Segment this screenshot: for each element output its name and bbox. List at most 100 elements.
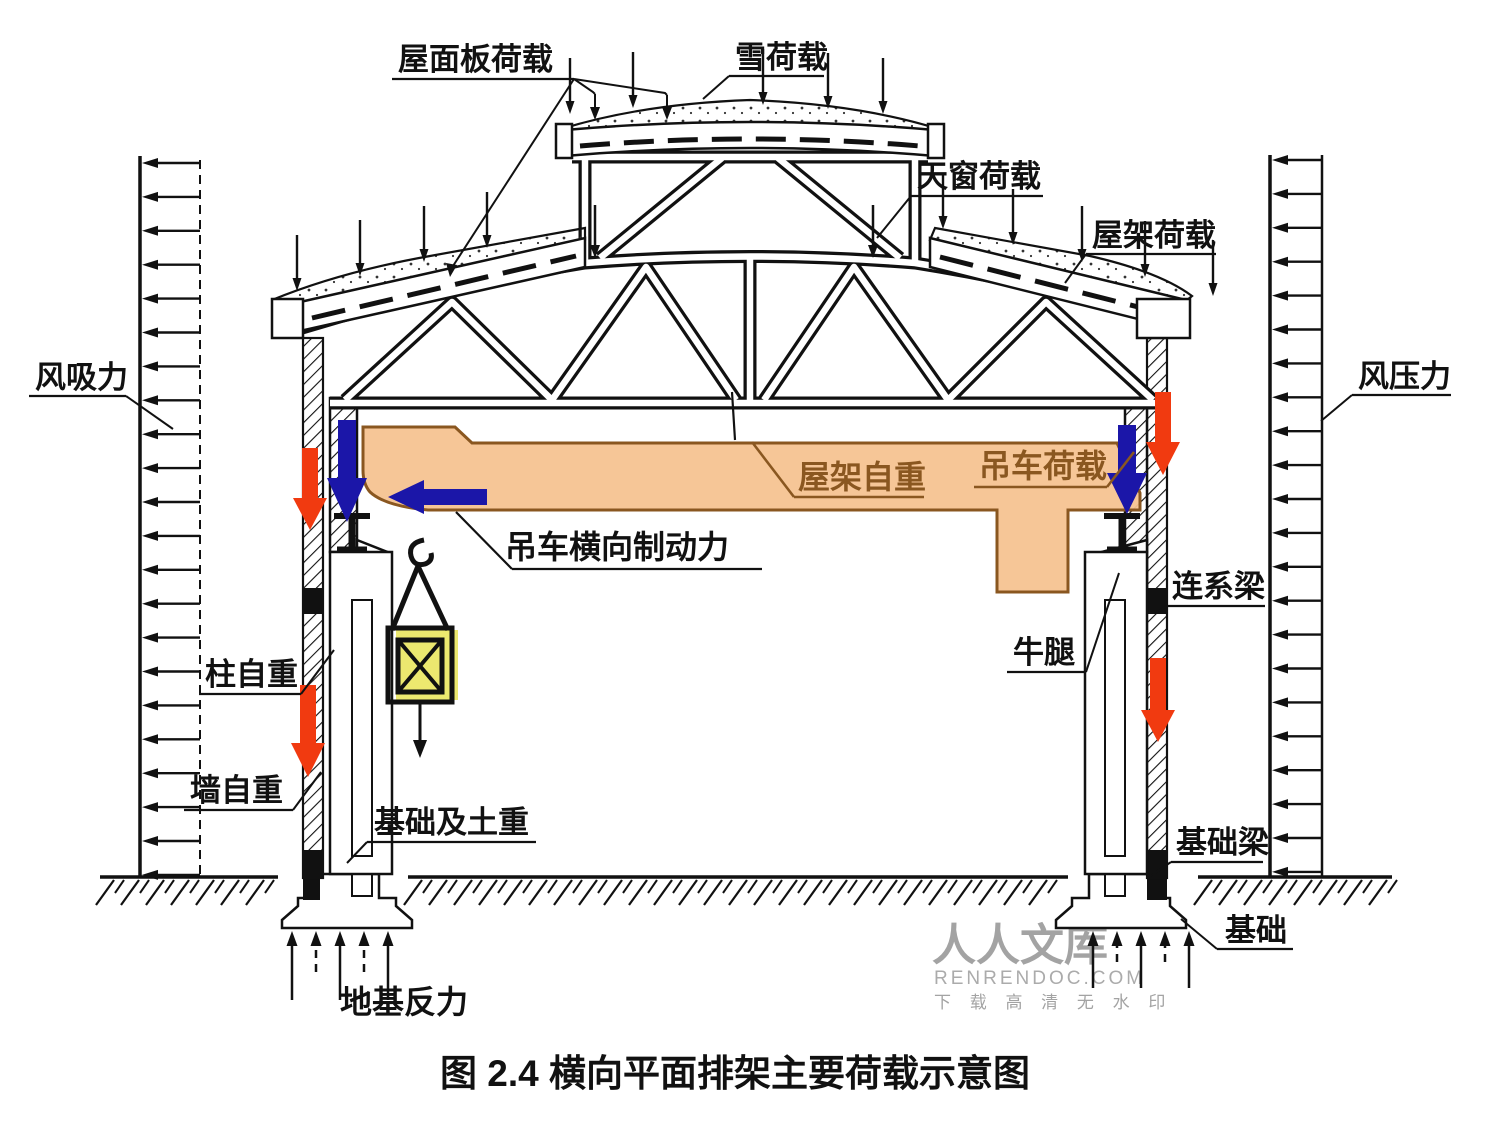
ground-hatch-stroke [1293, 879, 1313, 906]
ground-hatch-stroke [803, 879, 823, 906]
reaction-arrowhead [1087, 931, 1099, 946]
ground-hatch-stroke [753, 879, 773, 906]
ground-hatch-stroke [139, 879, 150, 894]
reaction-arrowhead [1159, 931, 1171, 946]
watermark-tagline: 下 载 高 清 无 水 印 [934, 993, 1172, 1012]
crane-load-arrows-blue [327, 420, 1147, 522]
wind-pressure-arrowhead [1272, 663, 1288, 674]
skylight-load-text: 天窗荷载 [917, 159, 1041, 194]
ground-hatch-stroke [239, 879, 250, 894]
ground-hatch-stroke [478, 879, 498, 906]
roof-load-arrowhead [628, 95, 638, 108]
ground-hatch-stroke [922, 879, 933, 894]
ground-hatch-stroke [120, 879, 140, 906]
ground-hatch-stroke [220, 879, 240, 906]
roof-panel-load-text: 屋面板荷载 [398, 42, 553, 77]
ground-hatch-stroke [728, 879, 748, 906]
ground-hatch-stroke [1003, 879, 1023, 906]
ground-hatch-stroke [897, 879, 908, 894]
wind-suction-arrowhead [142, 327, 158, 338]
reaction-arrowhead [358, 931, 370, 946]
label-crane-braking-force: 吊车横向制动力 [455, 511, 762, 571]
label-foundation-and-soil-weight: 基础及土重 [346, 805, 536, 864]
ground-hatch-stroke [1212, 879, 1223, 894]
crane-load-text: 吊车荷载 [979, 448, 1107, 484]
wind-suction-arrowhead [142, 734, 158, 745]
ground-hatch-stroke [1047, 879, 1058, 894]
self-weight-arrows-red [291, 392, 1180, 777]
wind-suction-arrowhead [142, 768, 158, 779]
hook-icon [408, 537, 434, 568]
label-skylight-load: 天窗荷载 [876, 159, 1043, 239]
wind-suction-arrowhead [142, 395, 158, 406]
wind-suction-arrowhead [142, 225, 158, 236]
label-wall-self-weight: 墙自重 [184, 771, 322, 812]
ground-hatch-stroke [1243, 879, 1263, 906]
ground-hatch-stroke [522, 879, 533, 894]
left-wall-panel [301, 336, 325, 880]
truss-member-inner [597, 155, 725, 261]
ground-hatch-stroke [797, 879, 808, 894]
crane-vertical-load-arrow-right [1107, 425, 1147, 514]
ground-hatch-stroke [647, 879, 658, 894]
wind-pressure-arrowhead [1272, 561, 1288, 572]
label-snow-load: 雪荷载 [702, 40, 828, 100]
wind-suction-arrowhead [142, 530, 158, 541]
ground-hatch-stroke [264, 879, 275, 894]
crane-hook-assembly [385, 537, 458, 758]
wind-pressure-arrowhead [1272, 222, 1288, 233]
corbel-text: 牛腿 [1013, 635, 1075, 670]
ground-hatch-stroke [1262, 879, 1273, 894]
ground-hatch-stroke [447, 879, 458, 894]
label-tie-beam: 连系梁 [1155, 569, 1265, 614]
wind-pressure-arrowhead [1272, 256, 1288, 267]
wind-pressure-arrowhead [1272, 426, 1288, 437]
label-truss-self-weight: 屋架自重 [730, 391, 926, 499]
column-self-weight-text: 柱自重 [205, 657, 298, 692]
wind-pressure-arrowhead [1272, 799, 1288, 810]
ground-hatch-stroke [878, 879, 898, 906]
left-snow-layer [271, 226, 587, 305]
ground-hatch-stroke [497, 879, 508, 894]
ground-hatch-stroke [1343, 879, 1363, 906]
ground-hatch-stroke [1312, 879, 1323, 894]
right-snow-layer [928, 226, 1194, 303]
roof-load-arrowhead [878, 101, 888, 114]
wind-pressure-arrowhead [1272, 833, 1288, 843]
roof-load-arrowhead [565, 101, 575, 114]
ground-hatch-stroke [422, 879, 433, 894]
foundation-and-soil-weight-text: 基础及土重 [374, 805, 529, 840]
roof-truss-load-text: 屋架荷载 [1092, 218, 1216, 253]
ground-hatch-stroke [428, 879, 448, 906]
label-roof-panel-load: 屋面板荷载 [392, 42, 672, 277]
ground-hatch-stroke [95, 879, 115, 906]
ground-hatch-stroke [928, 879, 948, 906]
figure-caption: 图 2.4 横向平面排架主要荷载示意图 [440, 1053, 1030, 1094]
wall-self-weight-text: 墙自重 [190, 773, 283, 808]
truss-member-inner [761, 263, 1156, 404]
wind-suction-arrowhead [142, 293, 158, 304]
ground-hatch-stroke [114, 879, 125, 894]
reaction-arrowhead [1183, 931, 1195, 946]
roof-load-arrowhead [292, 278, 302, 291]
ground-hatch-stroke [747, 879, 758, 894]
ground-hatch-stroke [245, 879, 265, 906]
reaction-arrowhead [310, 931, 322, 946]
truss-member-inner [342, 263, 739, 404]
roof-load-arrowhead [1140, 264, 1150, 277]
ground-hatch-stroke [547, 879, 558, 894]
ground-hatch-stroke [1028, 879, 1048, 906]
label-corbel: 牛腿 [1007, 572, 1120, 674]
watermark: 人人文库 RENRENDOC.COM 下 载 高 清 无 水 印 [932, 921, 1172, 1012]
label-wind-suction: 风吸力 [29, 360, 174, 430]
reaction-arrowhead [382, 931, 394, 946]
ground-hatch-stroke [822, 879, 833, 894]
left-eave-block [270, 297, 305, 340]
subgrade-reaction-text: 地基反力 [340, 984, 468, 1020]
skylight-post-load-arrows [590, 205, 878, 258]
ground-hatch-stroke [628, 879, 648, 906]
ground-hatch-stroke [170, 879, 190, 906]
ground-hatch-stroke [872, 879, 883, 894]
skylight-monitor-roof [554, 98, 946, 160]
ground-line [95, 875, 1398, 906]
